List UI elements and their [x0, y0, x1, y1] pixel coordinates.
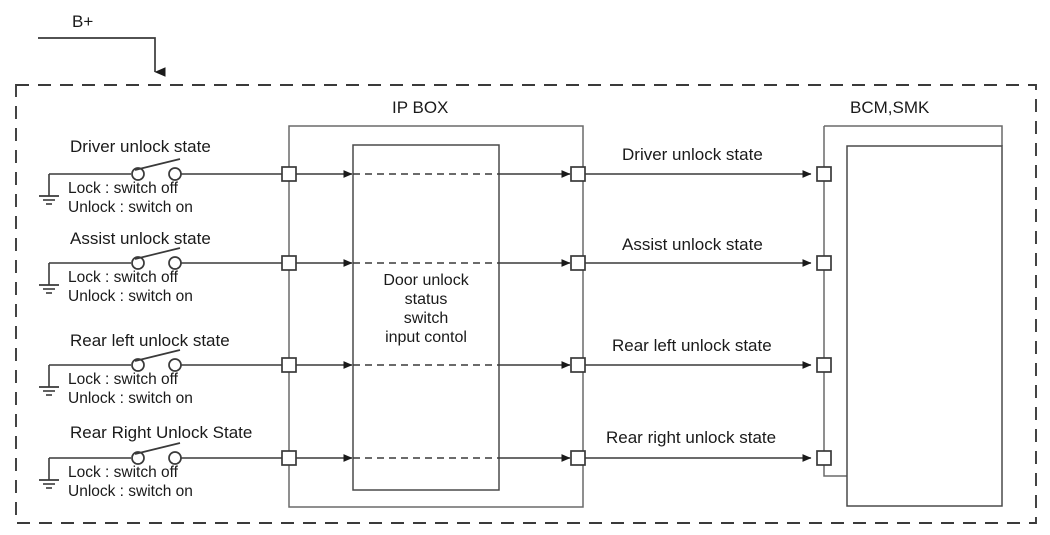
ground-symbol-rear-left [39, 386, 59, 396]
output-label-rear-right: Rear right unlock state [606, 428, 777, 447]
supply-label: B+ [72, 12, 94, 31]
output-label-assist: Assist unlock state [622, 235, 763, 254]
bcm-input-pin-rear-right [816, 450, 832, 466]
ground-symbol-rear-right [39, 479, 59, 489]
vehicle-boundary-dashed [15, 84, 1037, 524]
ip-box-output-pin-rear-right [570, 450, 586, 466]
ip-box-input-pin-rear-left [281, 357, 297, 373]
switch-symbol-rear-left[interactable] [131, 349, 182, 372]
battery-supply-wire [38, 37, 166, 77]
ground-symbol-assist [39, 284, 59, 294]
input-label-rear-left: Rear left unlock state [70, 331, 230, 350]
ip-box-function-line-4: input contol [385, 328, 467, 346]
bcm-input-pin-rear-left [816, 357, 832, 373]
channel-assist [39, 247, 832, 294]
switch-note-rear-left-lock: Lock : switch off [68, 371, 178, 388]
ip-box-input-pin-assist [281, 255, 297, 271]
switch-note-driver-lock: Lock : switch off [68, 180, 178, 197]
ip-box-output-pin-assist [570, 255, 586, 271]
channel-rear-right [39, 442, 832, 489]
switch-symbol-assist[interactable] [131, 247, 182, 270]
ip-box-inner-block [352, 144, 500, 491]
switch-note-assist-unlock: Unlock : switch on [68, 288, 193, 305]
channel-rear-left [39, 349, 832, 396]
ground-symbol-driver [39, 195, 59, 205]
switch-symbol-driver[interactable] [131, 158, 182, 181]
ip-box-input-pin-driver [281, 166, 297, 182]
ip-box-output-pin-rear-left [570, 357, 586, 373]
bcm-smk-enclosure [823, 125, 1003, 477]
switch-note-assist-lock: Lock : switch off [68, 269, 178, 286]
switch-note-rear-right-lock: Lock : switch off [68, 464, 178, 481]
bcm-input-pin-assist [816, 255, 832, 271]
ip-box-function-line-3: switch [403, 309, 449, 327]
bcm-smk-title: BCM,SMK [850, 98, 930, 117]
ip-box-input-pin-rear-right [281, 450, 297, 466]
switch-note-rear-left-unlock: Unlock : switch on [68, 390, 193, 407]
bcm-input-pin-driver [816, 166, 832, 182]
ip-box-enclosure [288, 125, 584, 508]
output-label-driver: Driver unlock state [622, 145, 763, 164]
bcm-smk-inner-box [846, 145, 1003, 507]
switch-note-rear-right-unlock: Unlock : switch on [68, 483, 193, 500]
ip-box-function-line-1: Door unlock [383, 272, 469, 289]
switch-symbol-rear-right[interactable] [131, 442, 182, 465]
switch-note-driver-unlock: Unlock : switch on [68, 199, 193, 216]
input-label-driver: Driver unlock state [70, 137, 211, 156]
channel-driver [39, 158, 832, 205]
ip-box-title: IP BOX [392, 98, 449, 117]
input-label-rear-right: Rear Right Unlock State [70, 423, 253, 442]
output-label-rear-left: Rear left unlock state [612, 336, 772, 355]
ip-box-output-pin-driver [570, 166, 586, 182]
ip-box-function-line-2: status [404, 290, 448, 308]
input-label-assist: Assist unlock state [70, 229, 211, 248]
